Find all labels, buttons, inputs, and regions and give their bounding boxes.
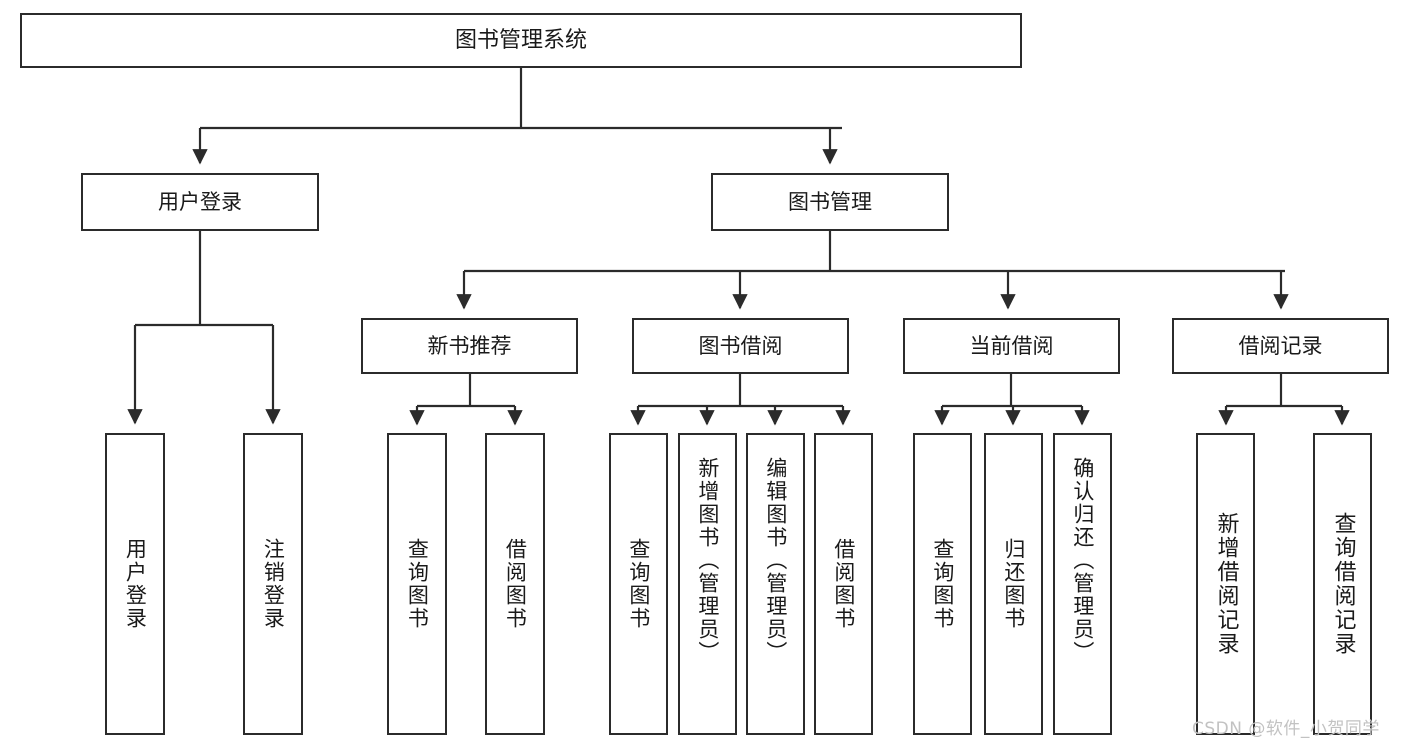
node-user-login-label: 用户登录 [158,189,242,214]
node-leaf-return-book[interactable]: 归还图书 [984,433,1043,735]
node-current-borrow-label: 当前借阅 [969,333,1054,358]
node-leaf-user-login[interactable]: 用户登录 [105,433,165,735]
node-leaf-edit-book-admin[interactable]: 编辑图书（管理员） [746,433,805,735]
node-book-borrow-label: 图书借阅 [698,333,783,358]
node-leaf-confirm-return-admin-label: 确认归还（管理员） [1070,457,1095,664]
node-book-borrow[interactable]: 图书借阅 [632,318,849,374]
node-leaf-logout-login[interactable]: 注销登录 [243,433,303,735]
node-leaf-query-borrow-record[interactable]: 查询借阅记录 [1313,433,1372,735]
node-leaf-borrow-book-1-label: 借阅图书 [503,538,528,630]
node-leaf-borrow-book-2-label: 借阅图书 [831,538,856,630]
node-leaf-borrow-book-2[interactable]: 借阅图书 [814,433,873,735]
node-leaf-query-book-2[interactable]: 查询图书 [609,433,668,735]
node-leaf-logout-login-label: 注销登录 [261,538,286,630]
node-leaf-query-book-3[interactable]: 查询图书 [913,433,972,735]
node-leaf-borrow-book-1[interactable]: 借阅图书 [485,433,545,735]
node-root-label: 图书管理系统 [454,27,587,53]
node-leaf-add-borrow-record-label: 新增借阅记录 [1213,512,1239,656]
csdn-watermark: CSDN @软件_小贺同学 [1192,719,1380,739]
node-root[interactable]: 图书管理系统 [20,13,1022,68]
node-leaf-add-book-admin-label: 新增图书（管理员） [695,457,720,664]
node-borrow-record-label: 借阅记录 [1238,333,1323,358]
node-leaf-return-book-label: 归还图书 [1001,538,1026,630]
node-book-manage-label: 图书管理 [788,189,872,214]
node-leaf-confirm-return-admin[interactable]: 确认归还（管理员） [1053,433,1112,735]
node-current-borrow[interactable]: 当前借阅 [903,318,1120,374]
node-borrow-record[interactable]: 借阅记录 [1172,318,1389,374]
node-new-book-recommend[interactable]: 新书推荐 [361,318,578,374]
node-leaf-query-borrow-record-label: 查询借阅记录 [1330,512,1356,656]
node-book-manage[interactable]: 图书管理 [711,173,949,231]
node-new-book-recommend-label: 新书推荐 [427,333,512,358]
node-leaf-add-borrow-record[interactable]: 新增借阅记录 [1196,433,1255,735]
node-leaf-query-book-1[interactable]: 查询图书 [387,433,447,735]
node-leaf-query-book-3-label: 查询图书 [930,538,955,630]
node-leaf-edit-book-admin-label: 编辑图书（管理员） [763,457,788,664]
node-leaf-query-book-1-label: 查询图书 [405,538,430,630]
node-leaf-query-book-2-label: 查询图书 [626,538,651,630]
node-user-login[interactable]: 用户登录 [81,173,319,231]
node-leaf-add-book-admin[interactable]: 新增图书（管理员） [678,433,737,735]
node-leaf-user-login-label: 用户登录 [123,538,148,630]
